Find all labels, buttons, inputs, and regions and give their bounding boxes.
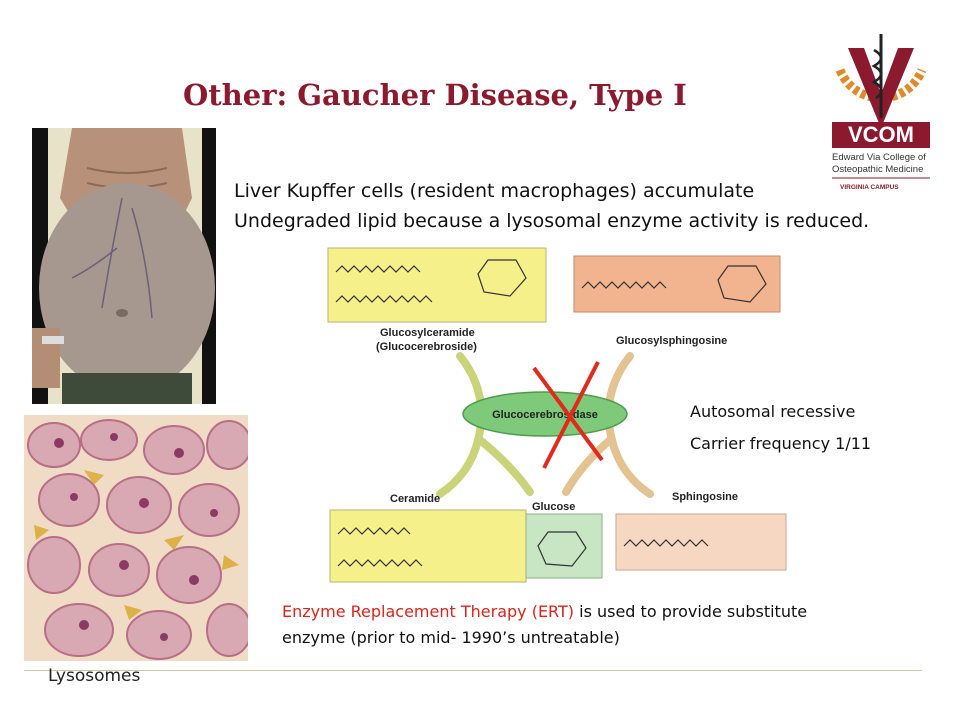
gear-emblem-icon [835,34,927,128]
text-line-2: Undegraded lipid because a lysosomal enz… [234,210,870,232]
logo-name: VCOM [848,122,914,147]
enzyme-ellipse [462,391,628,437]
sphingosine-structure [615,513,787,571]
ert-line-1: Enzyme Replacement Therapy (ERT) is used… [282,602,807,621]
text-line-1: Liver Kupffer cells (resident macrophage… [234,180,755,202]
label-glucosylceramide: Glucosylceramide [380,327,475,339]
label-glucose: Glucose [532,501,575,513]
lysosomes-label: Lysosomes [48,666,141,686]
histology-image [24,415,248,661]
slide-title: Other: Gaucher Disease, Type I [183,78,687,112]
red-x-line-1 [532,366,604,462]
label-sphingosine: Sphingosine [672,491,738,503]
logo-line2: Osteopathic Medicine [832,164,923,175]
label-glucocerebroside: (Glucocerebroside) [376,341,477,353]
inheritance-text: Autosomal recessive [690,402,856,421]
glucosylceramide-structure [327,247,547,323]
logo-campus: VIRGINIA CAMPUS [840,184,899,191]
red-x-line-2 [542,361,600,469]
ert-highlight: Enzyme Replacement Therapy (ERT) [282,602,575,621]
pathway-diagram: Glucosylceramide (Glucocerebroside) Gluc… [327,247,787,583]
logo-line1: Edward Via College of [832,152,926,163]
footer-rule [24,670,922,671]
vcom-logo: VCOM Edward Via College of Osteopathic M… [832,34,930,191]
label-glucocerebrosidase: Glucocerebrosidase [492,409,598,421]
ert-line-1-rest: is used to provide substitute [574,602,808,621]
arrow-to-glucose-right [562,436,614,496]
glucosylsphingosine-structure [573,255,781,313]
ert-line-2: enzyme (prior to mid- 1990’s untreatable… [282,628,620,647]
patient-photo [32,128,216,404]
label-glucosylsphingosine: Glucosylsphingosine [616,335,727,347]
ceramide-structure [329,509,527,583]
label-ceramide: Ceramide [390,493,440,505]
carrier-frequency-text: Carrier frequency 1/11 [690,434,872,453]
arrow-to-glucose-left [476,436,534,496]
